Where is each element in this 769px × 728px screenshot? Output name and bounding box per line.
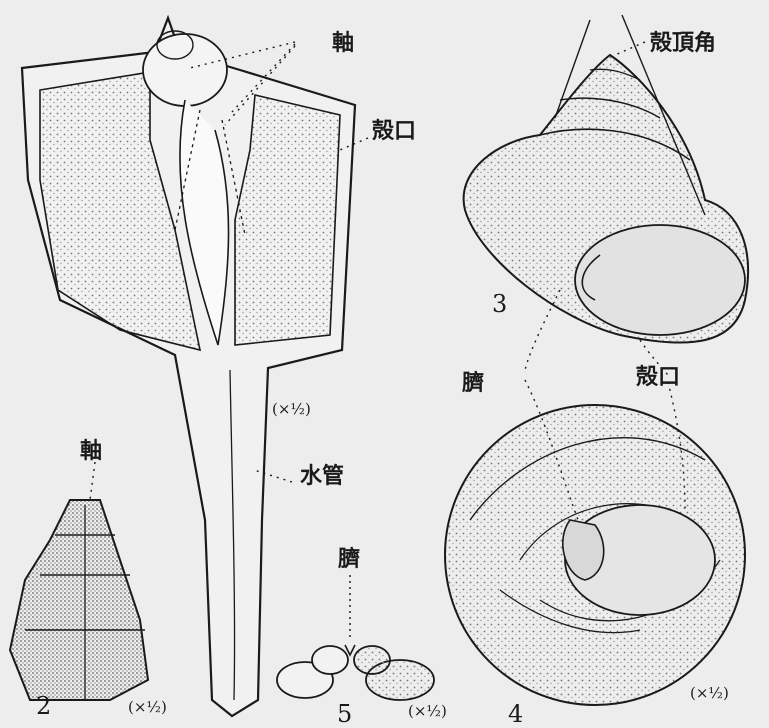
label-axis-fig2: 軸 [80, 440, 102, 462]
figure-4-umbilical-view [445, 290, 745, 705]
label-apex-angle: 殻頂角 [650, 32, 716, 54]
label-umbilicus-34: 臍 [462, 372, 484, 394]
shell-2-outline [10, 500, 148, 700]
label-umbilicus-5: 臍 [338, 548, 360, 570]
label-aperture-1: 殻口 [372, 120, 416, 142]
label-figure-3: 3 [492, 292, 507, 316]
label-scale-2: (×½) [128, 700, 167, 715]
label-scale-5: (×½) [408, 704, 447, 719]
figure-5-section [277, 575, 434, 700]
label-siphonal-canal: 水管 [300, 465, 344, 487]
figure-2-cone-shell [10, 462, 148, 700]
label-figure-2: 2 [36, 694, 51, 718]
label-scale-4: (×½) [690, 686, 729, 701]
label-figure-4: 4 [508, 702, 523, 726]
label-axis-top: 軸 [332, 32, 354, 54]
shell-3-aperture [575, 225, 745, 335]
label-figure-5: 5 [337, 702, 352, 726]
label-scale-1: (×½) [272, 402, 311, 417]
label-aperture-34: 殻口 [636, 366, 680, 388]
shell-1-apex-whorl [143, 34, 227, 106]
